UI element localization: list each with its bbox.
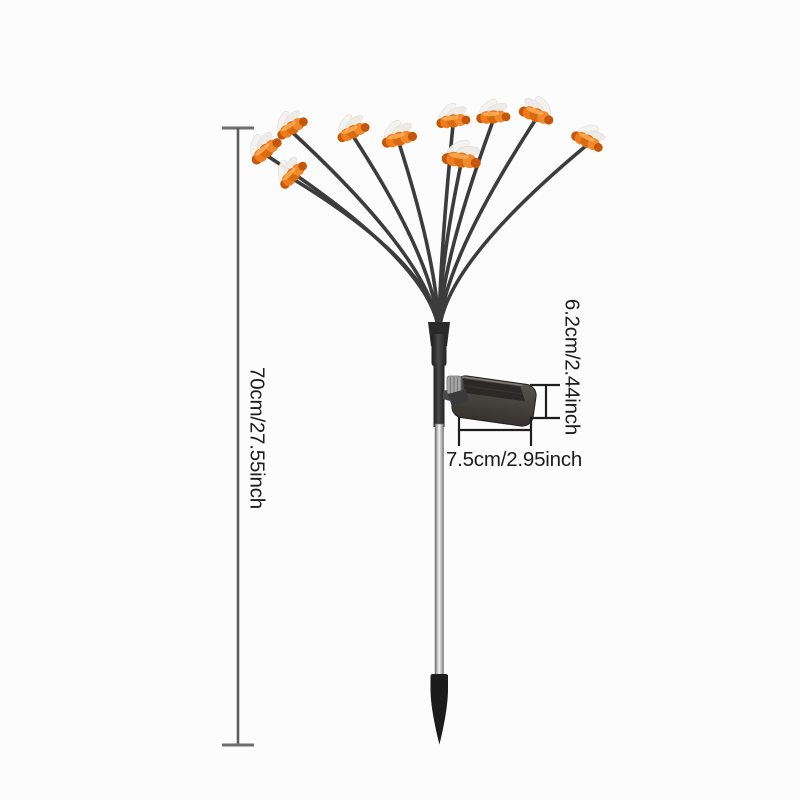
stems (264, 117, 589, 339)
bee-body-highlight (283, 167, 296, 181)
bee-ornament (381, 119, 418, 148)
bee-ornament (337, 114, 370, 143)
bee-tail (593, 143, 603, 152)
upper-pole-tube (431, 334, 447, 366)
bee-ornament (441, 139, 481, 169)
bee-tail (407, 131, 418, 142)
panel-height-label: 6.2cm/2.44inch (561, 299, 584, 435)
bee-ornament (436, 102, 471, 129)
bee-ornaments (250, 96, 606, 189)
pole-assembly (428, 322, 450, 745)
panel-width-dimension: 7.5cm/2.95inch (446, 417, 582, 471)
bee-body-highlight (387, 133, 405, 140)
bee-ornament (518, 96, 554, 125)
ground-spike (430, 674, 448, 745)
bee-tail (299, 117, 308, 127)
bee-body-highlight (526, 107, 544, 115)
bee-body-highlight (442, 115, 459, 121)
solar-panel-edge-highlight (461, 376, 523, 387)
panel-clamp-knob (446, 375, 469, 407)
bee-ornament (250, 131, 282, 165)
solar-panel (451, 375, 537, 427)
bee-ornament (277, 110, 308, 140)
bee-stem (437, 143, 589, 339)
bee-tail (501, 112, 511, 122)
bee-tail (470, 157, 481, 169)
height-dimension: 70cm/27.55inch (222, 126, 269, 747)
bee-body-highlight (255, 143, 270, 156)
panel-height-dimension: 6.2cm/2.44inch (530, 299, 584, 435)
panel-width-label: 7.5cm/2.95inch (446, 448, 582, 471)
bee-ornament (571, 124, 606, 152)
bee-ornament (277, 156, 308, 189)
bee-tail (298, 161, 308, 171)
clamp-jaw (448, 389, 469, 407)
bee-body-highlight (578, 133, 595, 142)
solar-panel-face-line (462, 385, 523, 395)
bee-tail (544, 115, 554, 125)
bee-ornament (476, 98, 511, 124)
mid-pole (433, 364, 445, 427)
bee-tail (461, 115, 471, 125)
ground-rod (434, 423, 444, 681)
bee-body-highlight (342, 125, 358, 134)
bee-tail (360, 123, 370, 132)
bee-body-highlight (482, 111, 500, 117)
height-dim-label: 70cm/27.55inch (246, 367, 269, 509)
bee-tail (272, 138, 282, 148)
bee-body-highlight (281, 121, 296, 132)
bee-body-highlight (449, 153, 469, 159)
